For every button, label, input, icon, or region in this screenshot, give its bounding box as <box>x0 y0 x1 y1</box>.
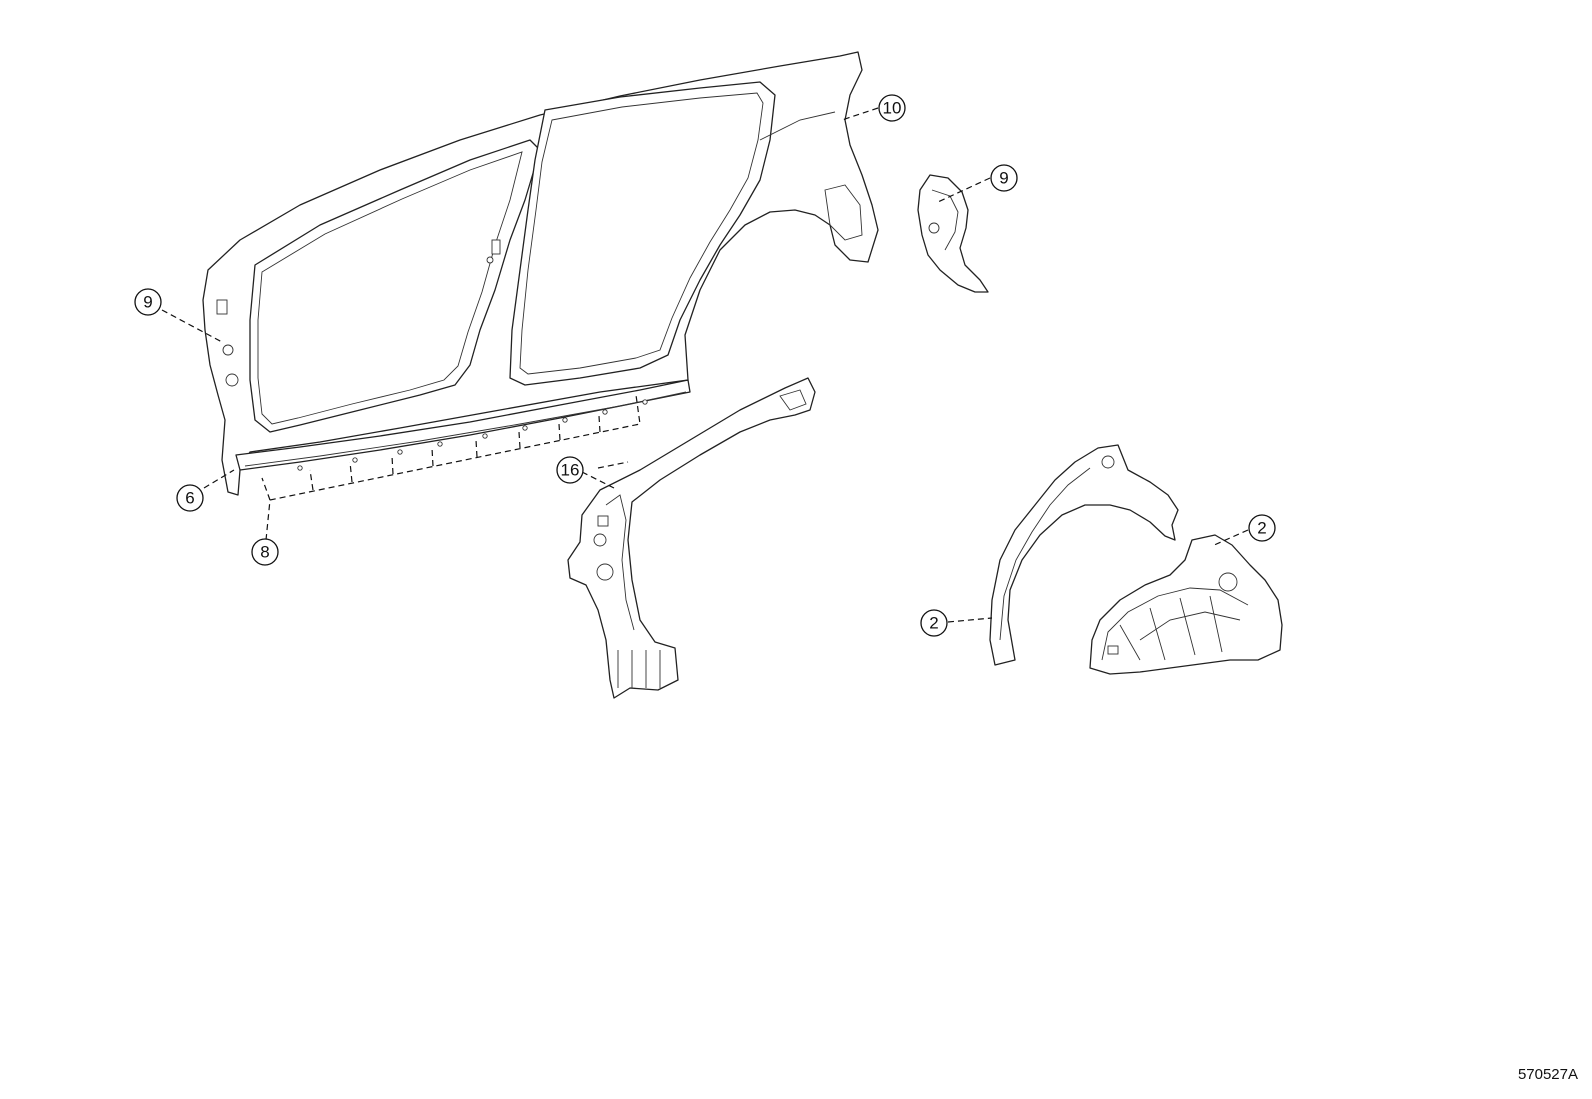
callout-label: 9 <box>143 293 152 312</box>
callout-label: 9 <box>999 169 1008 188</box>
callout-9-front: 9 <box>134 288 162 316</box>
body-side-outer-panel <box>202 51 879 496</box>
center-pillar-reinforcement <box>567 377 816 699</box>
callout-2-inner: 2 <box>1248 514 1276 542</box>
leader-lines <box>161 107 1249 623</box>
callout-label: 8 <box>260 543 269 562</box>
callout-2-outer: 2 <box>920 609 948 637</box>
callout-10: 10 <box>878 94 906 122</box>
callout-label: 16 <box>561 461 580 480</box>
callout-8: 8 <box>251 538 279 566</box>
rear-pillar-gusset <box>917 174 989 293</box>
callout-label: 6 <box>185 489 194 508</box>
callout-9-rear: 9 <box>990 164 1018 192</box>
callout-6: 6 <box>176 484 204 512</box>
callout-label: 2 <box>929 614 938 633</box>
rear-wheelhouse-inner <box>1089 534 1283 675</box>
reference-code: 570527A <box>1517 1066 1578 1083</box>
callout-16: 16 <box>556 456 584 484</box>
callout-label: 2 <box>1257 519 1266 538</box>
rear-wheelhouse-outer <box>989 444 1179 666</box>
callout-label: 10 <box>883 99 902 118</box>
